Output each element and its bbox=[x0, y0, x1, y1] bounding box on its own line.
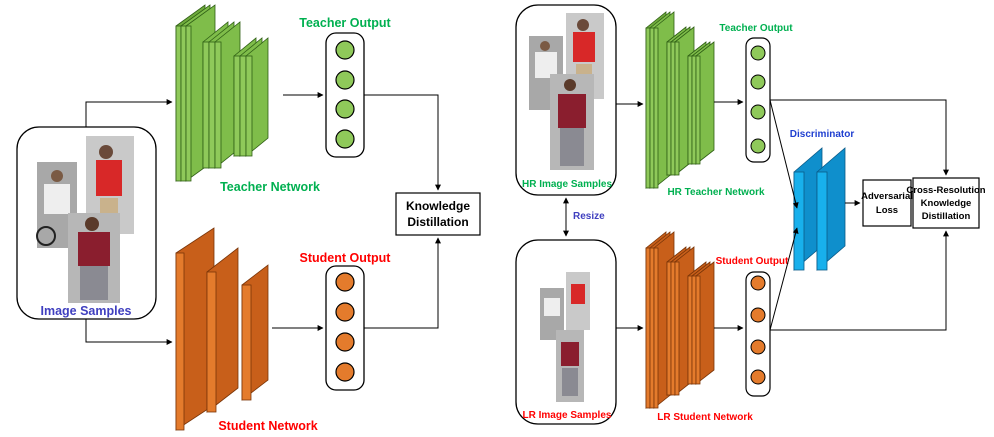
right-teacher-output-node bbox=[750, 104, 766, 120]
right-teacher-output-node bbox=[750, 138, 766, 154]
hr-teacher-slab bbox=[645, 27, 651, 189]
left-diagram: Image Samples Teacher Network bbox=[16, 4, 481, 433]
right-student-output-node bbox=[750, 369, 766, 385]
crkd-label-line2: Knowledge bbox=[921, 198, 972, 209]
hr-teacher-slab bbox=[666, 41, 672, 176]
arrow-samples-to-student bbox=[85, 319, 173, 345]
right-teacher-output: Teacher Output bbox=[719, 23, 793, 163]
arrow-student-output-to-disc bbox=[769, 227, 799, 331]
crkd-label-line3: Distillation bbox=[922, 211, 971, 222]
image-samples-panel: Image Samples bbox=[16, 126, 157, 320]
arrow-teacher-output-to-disc bbox=[769, 99, 799, 209]
image-samples-label: Image Samples bbox=[40, 304, 131, 318]
student-output-label: Student Output bbox=[300, 251, 392, 265]
cross-resolution-kd-box: Cross-Resolution Knowledge Distillation bbox=[906, 177, 986, 229]
student-network-label: Student Network bbox=[218, 419, 317, 433]
lr-student-label: LR Student Network bbox=[657, 412, 753, 423]
person-photo bbox=[68, 213, 120, 303]
lr-samples-panel: LR Image Samples bbox=[515, 239, 617, 425]
student-slab bbox=[175, 252, 185, 431]
kd-label-line2: Distillation bbox=[407, 215, 468, 229]
arrow-student-output-to-crkd bbox=[770, 230, 949, 331]
person-photo bbox=[550, 74, 594, 170]
hr-samples-panel: HR Image Samples bbox=[515, 4, 617, 196]
crkd-label-line1: Cross-Resolution bbox=[906, 185, 985, 196]
teacher-slab bbox=[233, 55, 241, 157]
teacher-output-label: Teacher Output bbox=[299, 16, 391, 30]
student-output: Student Output bbox=[300, 251, 392, 391]
right-student-output-box bbox=[745, 271, 771, 397]
right-student-output-label: Student Output bbox=[716, 256, 789, 267]
adv-label-line2: Loss bbox=[876, 205, 898, 216]
hr-samples-label: HR Image Samples bbox=[522, 179, 612, 190]
hr-teacher-slab bbox=[687, 55, 693, 165]
resize-label: Resize bbox=[573, 211, 605, 222]
hr-teacher-network: HR Teacher Network bbox=[645, 11, 765, 198]
student-slab bbox=[241, 284, 252, 401]
kd-label-line1: Knowledge bbox=[406, 199, 470, 213]
resize-connector: Resize bbox=[563, 197, 605, 237]
right-teacher-output-label: Teacher Output bbox=[719, 23, 793, 34]
teacher-slab bbox=[202, 41, 210, 169]
left-arrows bbox=[85, 92, 441, 345]
person-photo bbox=[556, 330, 584, 402]
right-arrows bbox=[616, 99, 949, 331]
lr-student-slab bbox=[645, 247, 651, 409]
lr-student-slab bbox=[666, 261, 672, 396]
lr-student-network: LR Student Network bbox=[645, 231, 753, 423]
teacher-output-node bbox=[335, 129, 355, 149]
person-photo bbox=[540, 288, 564, 340]
student-slab bbox=[206, 271, 217, 413]
student-output-node bbox=[335, 362, 355, 382]
teacher-output-node bbox=[335, 40, 355, 60]
discriminator-slab bbox=[816, 171, 828, 271]
teacher-network-label: Teacher Network bbox=[220, 180, 320, 194]
discriminator: Discriminator bbox=[790, 129, 855, 271]
adv-label-line1: Adversarial bbox=[861, 191, 913, 202]
student-output-node bbox=[335, 332, 355, 352]
right-diagram: HR Image Samples Resize LR Image Samp bbox=[515, 4, 986, 425]
knowledge-distillation-box: Knowledge Distillation bbox=[395, 192, 481, 236]
arrow-teacher-output-to-kd bbox=[364, 94, 441, 191]
student-output-node bbox=[335, 302, 355, 322]
teacher-output: Teacher Output bbox=[299, 16, 392, 158]
discriminator-label: Discriminator bbox=[790, 129, 855, 140]
student-network: Student Network bbox=[175, 227, 318, 433]
right-student-output-node bbox=[750, 339, 766, 355]
hr-teacher-label: HR Teacher Network bbox=[667, 187, 765, 198]
arrow-samples-to-teacher bbox=[85, 99, 173, 127]
teacher-network: Teacher Network bbox=[175, 4, 320, 194]
lr-student-slab bbox=[687, 275, 693, 385]
right-teacher-output-node bbox=[750, 74, 766, 90]
teacher-output-node bbox=[335, 99, 355, 119]
discriminator-slab bbox=[793, 171, 805, 271]
right-student-output: Student Output bbox=[716, 256, 789, 397]
right-teacher-output-node bbox=[750, 45, 766, 61]
student-output-node bbox=[335, 272, 355, 292]
lr-samples-label: LR Image Samples bbox=[523, 410, 612, 421]
adversarial-loss-box: Adversarial Loss bbox=[861, 179, 913, 227]
right-student-output-node bbox=[750, 307, 766, 323]
teacher-slab bbox=[175, 25, 182, 182]
teacher-output-node bbox=[335, 70, 355, 90]
right-student-output-node bbox=[750, 275, 766, 291]
person-photo bbox=[566, 272, 590, 330]
arrow-student-output-to-kd bbox=[364, 237, 441, 329]
arrow-teacher-output-to-crkd bbox=[770, 99, 949, 176]
